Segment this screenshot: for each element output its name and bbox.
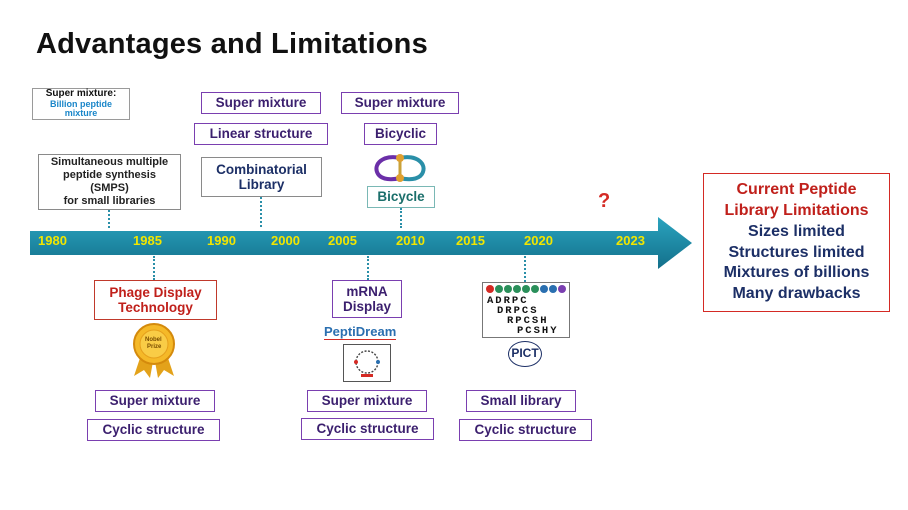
pict-connector: [524, 256, 526, 282]
combinatorial-tag-linear-structure: Linear structure: [194, 123, 328, 145]
bicycle-tag-bicyclic: Bicyclic: [364, 123, 437, 145]
phage-line-2: Technology: [118, 300, 193, 315]
year-label: 2000: [271, 233, 300, 248]
combinatorial-line-1: Combinatorial: [216, 161, 307, 177]
mrna-display-box: mRNA Display: [332, 280, 402, 318]
year-label: 1980: [38, 233, 67, 248]
year-label: 1990: [207, 233, 236, 248]
limitations-heading-1: Current Peptide: [736, 181, 857, 199]
phage-line-1: Phage Display: [109, 284, 202, 300]
bicycle-molecule-icon: [374, 154, 426, 182]
bicycle-connector: [400, 208, 402, 228]
cyclic-peptide-icon: [343, 344, 391, 382]
combinatorial-line-2: Library: [238, 177, 285, 192]
mrna-line-1: mRNA: [346, 283, 388, 299]
combinatorial-connector: [260, 197, 262, 227]
mrna-tag-cyclic-structure: Cyclic structure: [301, 418, 434, 440]
combinatorial-tag-super-mixture: Super mixture: [201, 92, 321, 114]
limitation-drawbacks: Many drawbacks: [732, 285, 861, 303]
limitations-heading-2: Library Limitations: [724, 201, 869, 219]
pict-label: PICT: [511, 346, 539, 361]
peptidream-logo: PeptiDream: [324, 324, 397, 340]
legend-line-1: Super mixture:: [45, 88, 117, 100]
year-label: 2010: [396, 233, 425, 248]
smps-line-1: Simultaneous multiple: [50, 156, 169, 169]
pict-seq-row-3: RPCSH: [507, 315, 549, 327]
year-label: 2015: [456, 233, 485, 248]
phage-tag-cyclic-structure: Cyclic structure: [87, 419, 220, 441]
year-label: 2005: [328, 233, 357, 248]
smps-line-4: for small libraries: [63, 194, 156, 207]
medal-text-1: Nobel: [145, 337, 162, 343]
mrna-connector: [367, 256, 369, 280]
nobel-medal-icon: [133, 323, 175, 378]
limitations-box: Current Peptide Library Limitations Size…: [703, 173, 890, 312]
limitation-sizes: Sizes limited: [748, 222, 845, 240]
pict-tag-small-library: Small library: [466, 390, 576, 412]
timeline-arrow: [30, 217, 692, 269]
question-mark: ?: [598, 190, 611, 212]
mrna-tag-super-mixture: Super mixture: [307, 390, 427, 412]
smps-line-3: (SMPS): [90, 182, 129, 194]
smps-connector: [108, 210, 110, 228]
smps-box: Simultaneous multiple peptide synthesis …: [38, 154, 181, 210]
pict-sequence-panel: [482, 282, 570, 338]
combinatorial-library-box: Combinatorial Library: [201, 157, 322, 197]
phage-display-box: Phage Display Technology: [94, 280, 217, 320]
residue-beads-icon: [486, 285, 566, 293]
phage-connector: [153, 256, 155, 280]
pict-seq-row-4: PCSHY: [517, 325, 559, 337]
medal-text-2: Prize: [147, 344, 162, 350]
year-label: 2023: [616, 233, 645, 248]
page-title: Advantages and Limitations: [36, 28, 428, 60]
legend-box: Super mixture: Billion peptide mixture: [32, 88, 130, 120]
smps-line-2: peptide synthesis: [63, 169, 156, 182]
year-label: 2020: [524, 233, 553, 248]
phage-tag-super-mixture: Super mixture: [95, 390, 215, 412]
limitation-structures: Structures limited: [728, 243, 865, 261]
pict-logo: PICT: [508, 341, 542, 367]
limitation-mixtures: Mixtures of billions: [723, 264, 870, 282]
bicycle-label-box: Bicycle: [367, 186, 435, 208]
bicycle-tag-super-mixture: Super mixture: [341, 92, 459, 114]
pict-seq-row-1: ADRPC: [487, 295, 529, 307]
year-label: 1985: [133, 233, 162, 248]
legend-line-2: Billion peptide mixture: [50, 98, 112, 119]
pict-tag-cyclic-structure: Cyclic structure: [459, 419, 592, 441]
pict-seq-row-2: DRPCS: [497, 305, 539, 317]
mrna-line-2: Display: [342, 299, 392, 314]
